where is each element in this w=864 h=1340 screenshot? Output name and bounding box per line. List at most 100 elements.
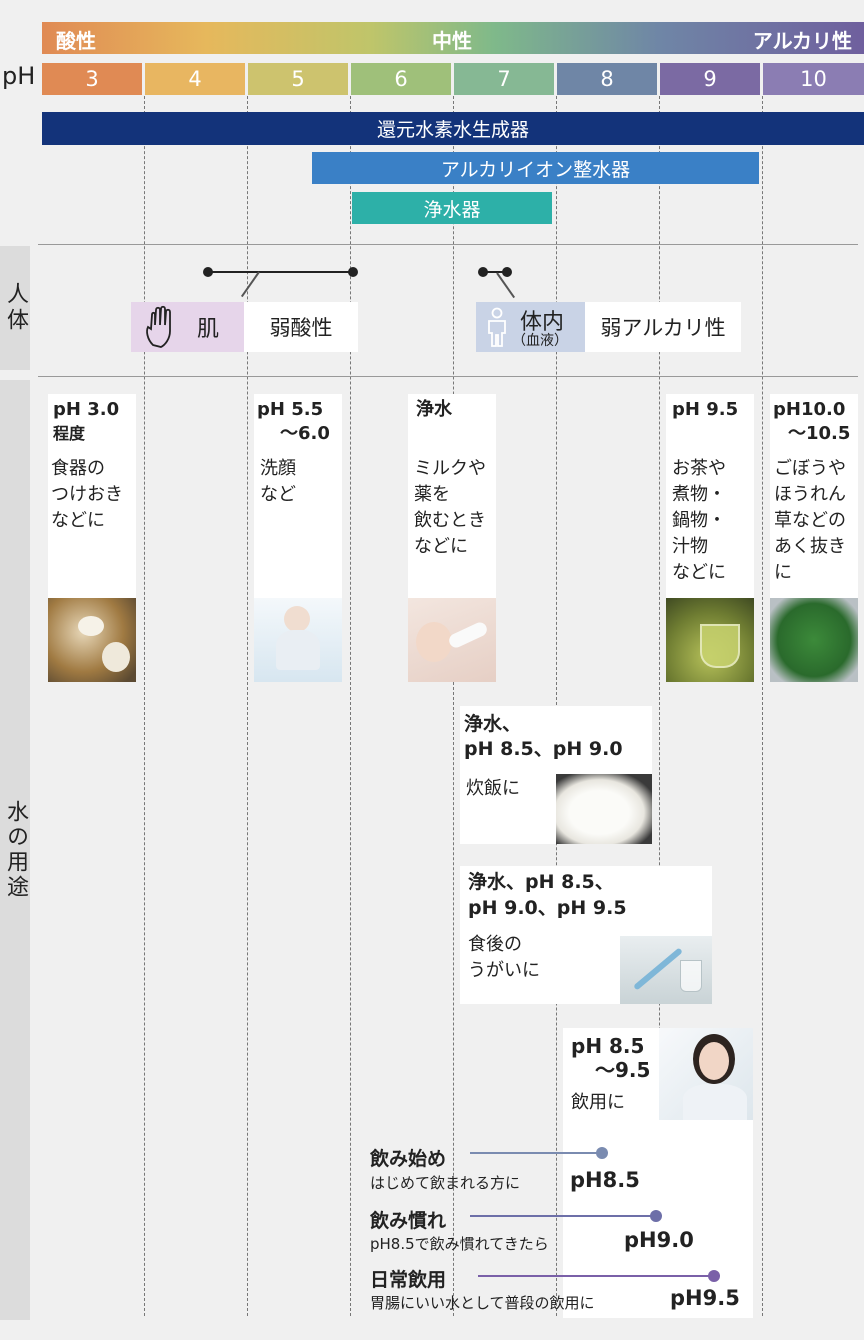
stage-start-dot	[596, 1147, 608, 1159]
stage-used-ph: pH9.0	[624, 1228, 694, 1252]
stage-start-line	[470, 1152, 602, 1154]
ph-cell-6: 6	[351, 63, 451, 95]
ph-cell-7: 7	[454, 63, 554, 95]
hydrogen-generator-label: 還元水素水生成器	[376, 119, 529, 141]
body-range-end-dot	[502, 267, 512, 277]
card-tea-text-5: などに	[672, 562, 726, 583]
woman-drinking-photo	[659, 1028, 753, 1120]
use-card-spinach: pH10.0 ～10.5 ごぼうや ほうれん 草などの あく抜き に	[770, 394, 858, 682]
card-spinach-text-5: に	[774, 562, 792, 583]
skin-range-end-dot	[348, 267, 358, 277]
stage-start-subtitle: はじめて飲まれる方に	[370, 1174, 521, 1192]
human-side-label: 人体	[0, 246, 30, 370]
card-milk-text-2: 薬を	[414, 484, 450, 505]
card-dishes-title: pH 3.0	[53, 399, 120, 420]
card-drink-subtitle: ～9.5	[595, 1058, 651, 1082]
card-rice-subtitle: pH 8.5、pH 9.0	[464, 738, 623, 760]
card-gargle-text-2: うがいに	[468, 960, 540, 981]
skin-range-line	[208, 271, 353, 273]
card-milk-text-4: などに	[414, 536, 468, 557]
stage-used-dot	[650, 1210, 662, 1222]
card-spinach-text-2: ほうれん	[774, 484, 846, 505]
ph-gradient-bar: 酸性 中性 アルカリ性	[42, 22, 864, 54]
water-purifier-label: 浄水器	[423, 198, 481, 221]
guide-line-6	[350, 96, 351, 1316]
section-divider-mid	[38, 376, 858, 377]
card-milk-text-3: 飲むとき	[414, 510, 486, 531]
card-spinach-text-3: 草などの	[774, 510, 846, 531]
skin-value-box: 弱酸性	[244, 302, 358, 352]
card-face-text-2: など	[260, 484, 296, 505]
stage-daily-subtitle: 胃腸にいい水として普段の飲用に	[370, 1294, 595, 1312]
skin-label-box: 肌	[131, 302, 244, 352]
card-tea-text-4: 汁物	[672, 536, 708, 557]
hand-icon	[146, 305, 171, 348]
human-side-text: 人体	[3, 282, 28, 334]
hydrogen-generator-bar: 還元水素水生成器	[42, 112, 864, 145]
card-spinach-subtitle: ～10.5	[788, 423, 851, 444]
card-dishes-text-2: つけおき	[51, 484, 123, 505]
ph-cell-10: 10	[763, 63, 864, 95]
use-card-dishes: pH 3.0 程度 食器の つけおき などに	[48, 394, 136, 682]
use-card-drink: pH 8.5 ～9.5 飲用に	[563, 1028, 753, 1318]
green-tea-photo	[666, 598, 754, 682]
ph-cell-9: 9	[660, 63, 760, 95]
card-tea-text-2: 煮物・	[672, 484, 726, 505]
water-purifier-bar: 浄水器	[352, 192, 552, 224]
card-rice-text: 炊飯に	[466, 778, 520, 799]
stage-used-line	[470, 1215, 656, 1217]
person-icon	[488, 307, 506, 347]
card-gargle-title: 浄水、pH 8.5、	[468, 871, 614, 893]
stage-used-subtitle: pH8.5で飲み慣れてきたら	[370, 1235, 549, 1253]
baby-bottle-photo	[408, 598, 496, 682]
stage-used-title: 飲み慣れ	[370, 1210, 447, 1232]
card-milk-title: 浄水	[416, 399, 452, 420]
guide-line-10	[762, 96, 763, 1316]
rice-photo	[556, 774, 652, 844]
spinach-photo	[770, 598, 858, 682]
dishes-photo	[48, 598, 136, 682]
uses-side-label: 水の用途	[0, 380, 30, 1320]
use-card-gargle: 浄水、pH 8.5、 pH 9.0、pH 9.5 食後の うがいに	[460, 866, 712, 1004]
card-face-subtitle: ～6.0	[280, 423, 330, 444]
card-dishes-text-1: 食器の	[51, 458, 105, 479]
uses-side-text: 水の用途	[3, 800, 28, 900]
body-label: 体内	[520, 310, 565, 335]
skin-value: 弱酸性	[269, 316, 333, 340]
acid-label: 酸性	[56, 29, 96, 53]
card-dishes-text-3: などに	[51, 510, 105, 531]
card-tea-title: pH 9.5	[672, 399, 739, 420]
alkaline-ionizer-bar: アルカリイオン整水器	[312, 152, 759, 184]
card-milk-text-1: ミルクや	[414, 458, 486, 479]
ph-cell-5: 5	[248, 63, 348, 95]
neutral-label: 中性	[432, 29, 472, 53]
use-card-face: pH 5.5 ～6.0 洗顔 など	[254, 394, 342, 682]
use-card-milk: 浄水 ミルクや 薬を 飲むとき などに	[408, 394, 496, 682]
card-spinach-title: pH10.0	[773, 399, 846, 420]
card-dishes-subtitle: 程度	[53, 424, 86, 443]
use-card-tea: pH 9.5 お茶や 煮物・ 鍋物・ 汁物 などに	[666, 394, 754, 682]
ph-cell-4: 4	[145, 63, 245, 95]
skin-pointer-line	[240, 271, 260, 298]
body-value-box: 弱アルカリ性	[585, 302, 741, 352]
body-value: 弱アルカリ性	[600, 316, 726, 340]
face-wash-photo	[254, 598, 342, 682]
body-sub-label: （血液）	[512, 333, 568, 349]
card-spinach-text-1: ごぼうや	[774, 458, 846, 479]
guide-line-9	[659, 96, 660, 1316]
ph-axis-label: pH	[2, 62, 36, 90]
card-face-title: pH 5.5	[257, 399, 324, 420]
stage-daily-dot	[708, 1270, 720, 1282]
stage-daily-title: 日常飲用	[370, 1269, 447, 1291]
body-label-box: 体内 （血液）	[476, 302, 585, 352]
card-spinach-text-4: あく抜き	[774, 536, 846, 557]
stage-start-title: 飲み始め	[370, 1148, 447, 1170]
card-drink-title: pH 8.5	[571, 1034, 645, 1058]
section-divider-top	[38, 244, 858, 245]
ph-cell-3: 3	[42, 63, 142, 95]
card-face-text-1: 洗顔	[260, 458, 296, 479]
guide-line-5	[247, 96, 248, 1316]
use-card-rice: 浄水、 pH 8.5、pH 9.0 炊飯に	[460, 706, 652, 844]
stage-start-ph: pH8.5	[570, 1168, 640, 1192]
stage-daily-line	[478, 1275, 714, 1277]
